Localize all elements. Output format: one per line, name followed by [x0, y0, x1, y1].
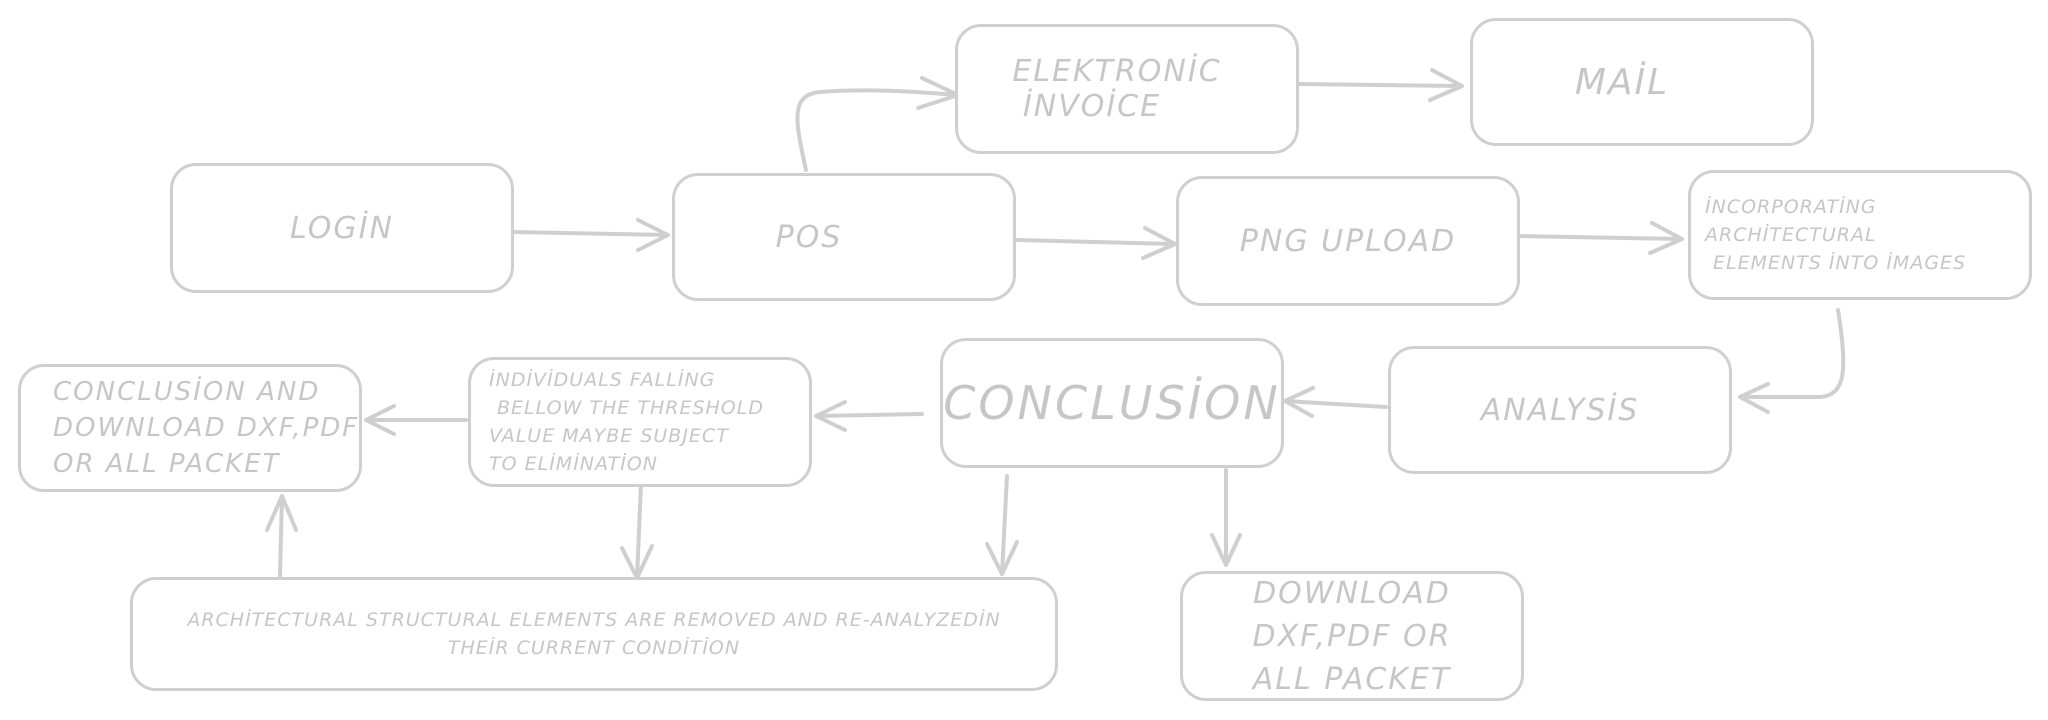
download-line-2: DXF,PDF OR: [1252, 618, 1452, 654]
login-label: LOGİN: [290, 210, 394, 246]
download-line-3: ALL PACKET: [1252, 661, 1452, 697]
elektronic-invoice-node: ELEKTRONİC İNVOİCE: [955, 24, 1299, 154]
arrow-conclusion-to-download: [1210, 468, 1242, 567]
incorporating-line-1: İNCORPORATİNG: [1705, 196, 1877, 218]
download-node: DOWNLOAD DXF,PDF OR ALL PACKET: [1180, 571, 1524, 701]
pos-label: POS: [775, 219, 843, 255]
arrow-pos-to-elektronic-invoice: [795, 76, 960, 172]
individuals-line-4: TO ELİMİNATİON: [489, 453, 658, 475]
analysis-label: ANALYSİS: [1480, 392, 1640, 428]
incorporating-line-2: ARCHİTECTURAL: [1705, 224, 1877, 246]
arrow-architectural-to-conclusion-download: [265, 494, 298, 578]
individuals-line-2: BELLOW THE THRESHOLD: [497, 397, 764, 419]
individuals-node: İNDİVİDUALS FALLİNG BELLOW THE THRESHOLD…: [468, 357, 812, 487]
architectural-removed-node: ARCHİTECTURAL STRUCTURAL ELEMENTS ARE RE…: [130, 577, 1058, 691]
conclusion-download-line-1: CONCLUSİON AND: [53, 377, 321, 407]
incorporating-line-3: ELEMENTS İNTO İMAGES: [1713, 252, 1967, 274]
pos-node: POS: [672, 173, 1016, 301]
arrow-incorporating-to-analysis: [1738, 308, 1846, 414]
conclusion-node: CONCLUSİON: [940, 338, 1284, 468]
arrow-conclusion-to-individuals: [814, 400, 924, 432]
arrow-conclusion-to-architectural: [985, 474, 1019, 576]
arrow-png-upload-to-incorporating: [1518, 221, 1684, 255]
png-upload-label: PNG UPLOAD: [1239, 223, 1457, 259]
elektronic-invoice-line-2: İNVOİCE: [1022, 89, 1162, 124]
download-line-1: DOWNLOAD: [1253, 575, 1451, 611]
arrow-login-to-pos: [510, 218, 670, 252]
login-node: LOGİN: [170, 163, 514, 293]
conclusion-download-node: CONCLUSİON AND DOWNLOAD DXF,PDF OR ALL P…: [18, 364, 362, 492]
architectural-removed-line-1: ARCHİTECTURAL STRUCTURAL ELEMENTS ARE RE…: [187, 609, 1001, 631]
architectural-removed-line-2: THEİR CURRENT CONDİTİON: [447, 637, 741, 659]
png-upload-node: PNG UPLOAD: [1176, 176, 1520, 306]
arrow-individuals-to-conclusion-download: [364, 404, 468, 436]
conclusion-download-line-2: DOWNLOAD DXF,PDF: [53, 413, 360, 443]
individuals-line-1: İNDİVİDUALS FALLİNG: [489, 369, 716, 391]
conclusion-download-line-3: OR ALL PACKET: [53, 449, 281, 479]
incorporating-node: İNCORPORATİNG ARCHİTECTURAL ELEMENTS İNT…: [1688, 170, 2032, 300]
individuals-line-3: VALUE MAYBE SUBJECT: [489, 425, 729, 447]
analysis-node: ANALYSİS: [1388, 346, 1732, 474]
mail-label: MAİL: [1574, 61, 1670, 103]
arrow-elektronic-invoice-to-mail: [1298, 68, 1464, 102]
arrow-pos-to-png-upload: [1015, 226, 1177, 260]
elektronic-invoice-line-1: ELEKTRONİC: [1012, 54, 1222, 89]
conclusion-label: CONCLUSİON: [943, 376, 1281, 430]
mail-node: MAİL: [1470, 18, 1814, 146]
arrow-individuals-to-architectural: [620, 482, 654, 580]
arrow-analysis-to-conclusion: [1283, 386, 1388, 418]
